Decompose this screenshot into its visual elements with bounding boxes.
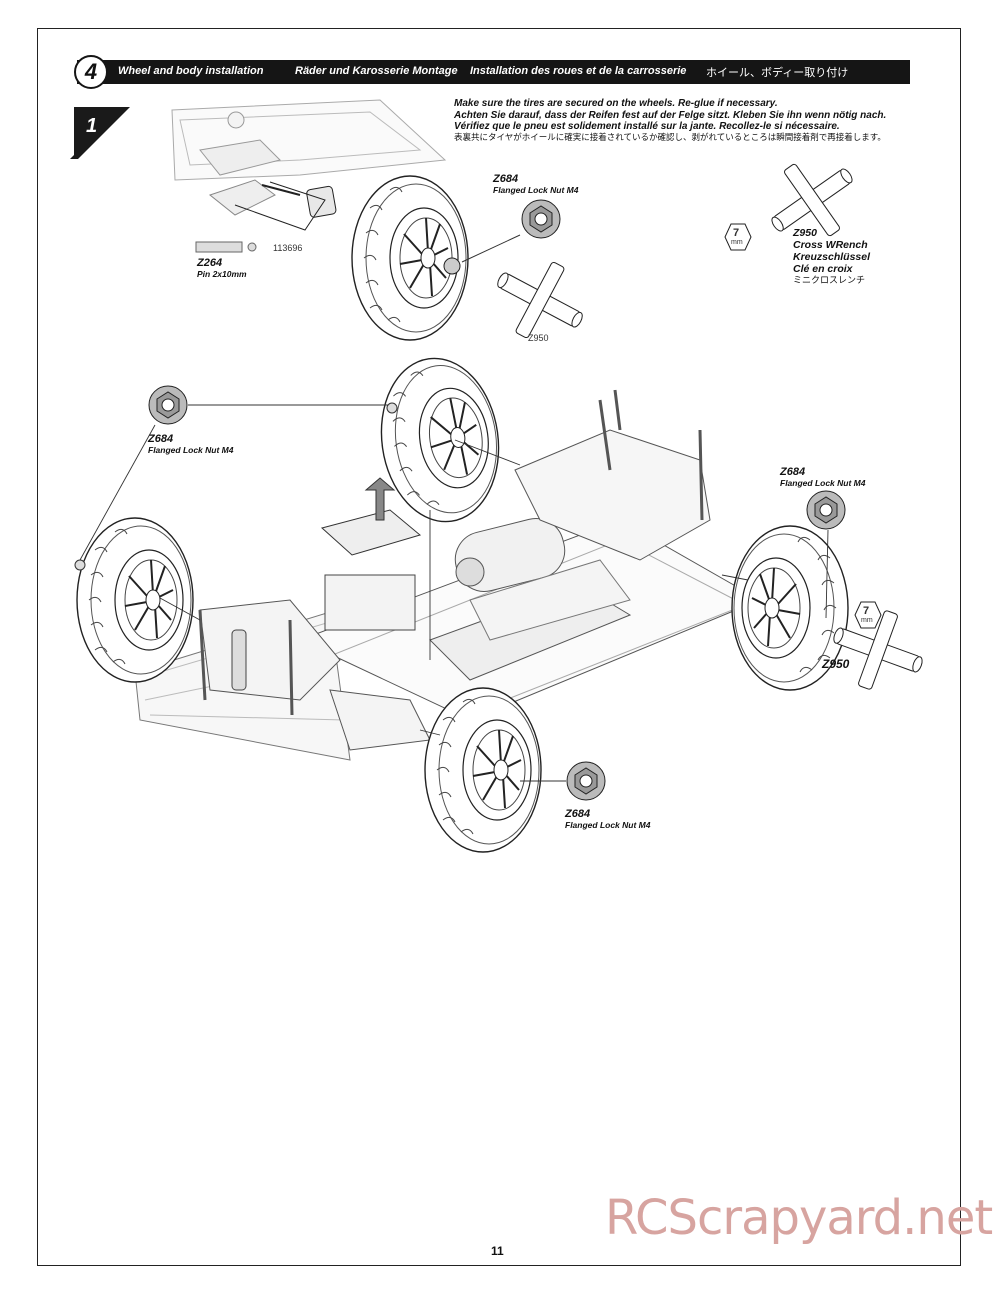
hex-part-code: 113696 [273, 243, 303, 253]
page-number: 11 [491, 1244, 504, 1258]
pin-name: Pin 2x10mm [197, 269, 247, 279]
pin-illustration [195, 241, 243, 253]
nut-name: Flanged Lock Nut M4 [780, 478, 866, 488]
tire-note: Make sure the tires are secured on the w… [454, 98, 886, 144]
wheel-rear-right-illustration [424, 687, 542, 853]
step-number: 4 [74, 55, 108, 89]
page-frame [37, 28, 961, 1266]
tool-size-unit-main: mm [861, 617, 873, 624]
wrench-name-jp: ミニクロスレンチ [793, 276, 866, 286]
wrench-label: Z950 Cross WRench Kreuzschlüssel Clé en … [793, 227, 870, 287]
header-title-de: Räder und Karosserie Montage [295, 65, 458, 77]
wrench-code-main: Z950 [822, 657, 850, 671]
nut-name: Flanged Lock Nut M4 [148, 445, 234, 455]
wheel-rear-left-illustration [76, 517, 194, 683]
watermark: RCScrapyard.net [605, 1190, 993, 1246]
wrench-name-en: Cross WRench [793, 239, 868, 251]
pin-label: Z264 Pin 2x10mm [197, 258, 247, 280]
wrench-code-small: Z950 [528, 333, 549, 343]
header-title-fr: Installation des roues et de la carrosse… [470, 65, 687, 77]
note-de: Achten Sie darauf, dass der Reifen fest … [454, 109, 887, 121]
substep-number: 1 [86, 115, 98, 137]
wrench-name-de: Kreuzschlüssel [793, 251, 871, 263]
wheel-front-left-illustration [370, 349, 510, 531]
pin-code: Z264 [197, 257, 223, 269]
nut-name: Flanged Lock Nut M4 [493, 185, 579, 195]
nut-label-rear-right: Z684 Flanged Lock Nut M4 [565, 809, 650, 831]
tool-size-unit-top: mm [731, 239, 743, 246]
tool-size-badge-main [854, 601, 882, 629]
nut-label-front-right: Z684 Flanged Lock Nut M4 [780, 467, 865, 489]
nut-label-top: Z684 Flanged Lock Nut M4 [493, 174, 578, 196]
nut-label-front-left: Z684 Flanged Lock Nut M4 [148, 434, 233, 456]
header-title-jp: ホイール、ボディー取り付け [706, 66, 849, 79]
main-chassis-illustration [134, 389, 762, 761]
wrench-code: Z950 [793, 227, 817, 239]
nut-front-left-illustration [148, 385, 188, 425]
nut-name: Flanged Lock Nut M4 [565, 820, 651, 830]
section-header-bar [77, 60, 910, 84]
substep-badge [70, 107, 130, 159]
tool-size-value-top: 7 [733, 227, 740, 239]
detail-chassis-illustration [171, 99, 447, 231]
note-jp: 表裏共にタイヤがホイールに確実に接着されているか確認し、剥がれているところは瞬間… [454, 132, 886, 143]
detail-nut-illustration [521, 199, 561, 239]
nut-front-right-illustration [806, 490, 846, 530]
nut-code: Z684 [780, 466, 806, 478]
tool-size-badge-top [724, 223, 752, 251]
nut-rear-right-illustration [566, 761, 606, 801]
nut-code: Z684 [493, 173, 519, 185]
wrench-name-fr: Clé en croix [793, 263, 853, 275]
note-en: Make sure the tires are secured on the w… [454, 98, 778, 109]
header-title-en: Wheel and body installation [118, 65, 264, 77]
nut-code: Z684 [565, 808, 591, 820]
tool-size-value-main: 7 [863, 605, 870, 617]
nut-code: Z684 [148, 433, 174, 445]
note-fr: Vérifiez que le pneu est solidement inst… [454, 121, 840, 132]
